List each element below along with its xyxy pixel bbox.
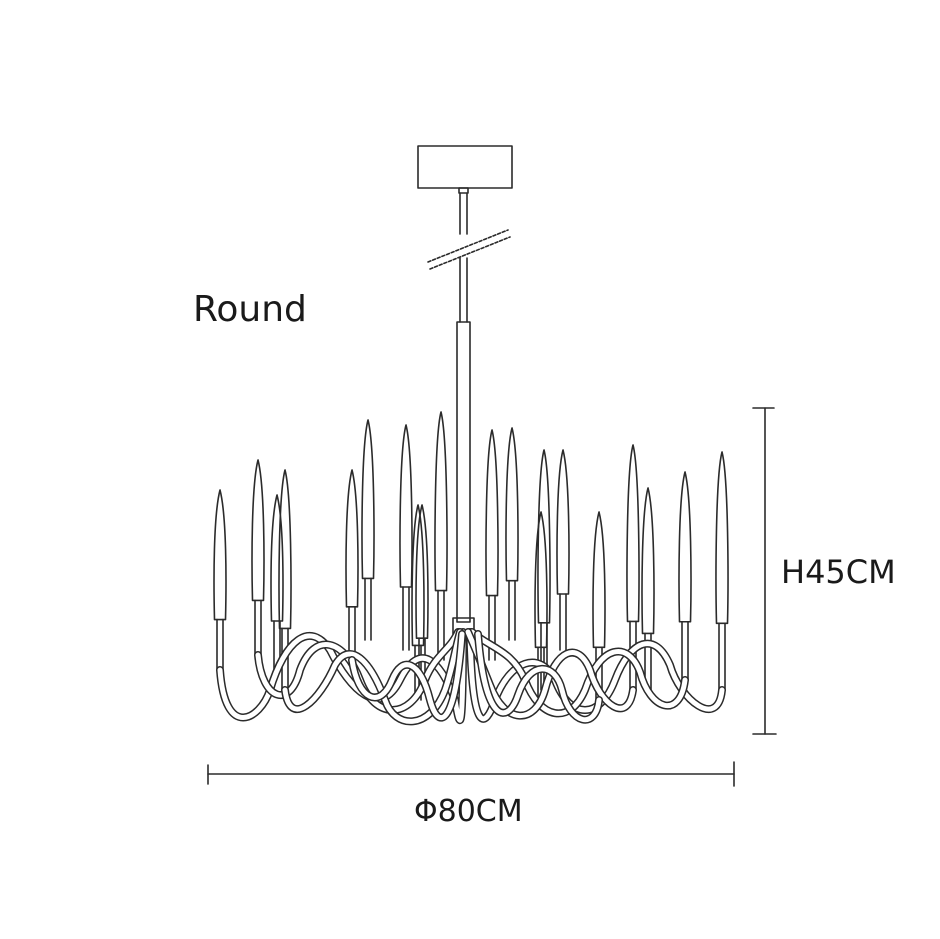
candle-14 [556, 449, 570, 595]
suspension-rod [459, 192, 468, 323]
candle-arms-group [213, 411, 729, 701]
candle-20 [715, 451, 729, 625]
width-dimension-line [207, 761, 735, 787]
candle-stem-2 [254, 599, 262, 656]
width-label: Φ80CM [414, 794, 523, 829]
wavy-arm-fill-5 [469, 629, 688, 716]
candle-10 [411, 504, 425, 647]
candle-stem-14 [559, 593, 567, 651]
rod-break-mark [427, 229, 511, 270]
candle-13 [537, 449, 551, 624]
candle-15 [534, 511, 548, 649]
wavy-arm-fill-8 [475, 631, 602, 723]
candle-17 [626, 444, 640, 623]
candle-16 [592, 511, 606, 649]
candle-11 [485, 429, 499, 597]
candle-12 [505, 427, 519, 582]
lower-rod [456, 321, 471, 623]
candle-stem-12 [508, 579, 516, 641]
candle-stem-19 [681, 620, 689, 681]
candle-5 [345, 469, 359, 608]
height-label: H45CM [781, 553, 896, 591]
ceiling-canopy [417, 145, 513, 189]
wavy-arm-fill-7 [349, 631, 465, 721]
candle-8 [415, 504, 429, 639]
shape-label: Round [193, 289, 307, 330]
candle-stem-7 [402, 586, 410, 651]
height-dimension-line [752, 407, 777, 735]
candle-4 [270, 494, 284, 622]
candle-18 [641, 487, 655, 635]
candle-2 [251, 459, 265, 602]
candle-19 [678, 471, 692, 623]
wavy-arm-fill-4 [467, 629, 725, 722]
candle-9 [434, 411, 448, 592]
candle-stem-6 [364, 577, 372, 641]
candle-7 [399, 424, 413, 588]
candle-stem-1 [216, 618, 224, 671]
wavy-arms-group [216, 628, 726, 726]
candle-6 [361, 419, 375, 580]
candle-stem-20 [718, 622, 726, 691]
candle-1 [213, 489, 227, 621]
candle-3 [278, 469, 292, 630]
canopy-neck [458, 187, 469, 194]
